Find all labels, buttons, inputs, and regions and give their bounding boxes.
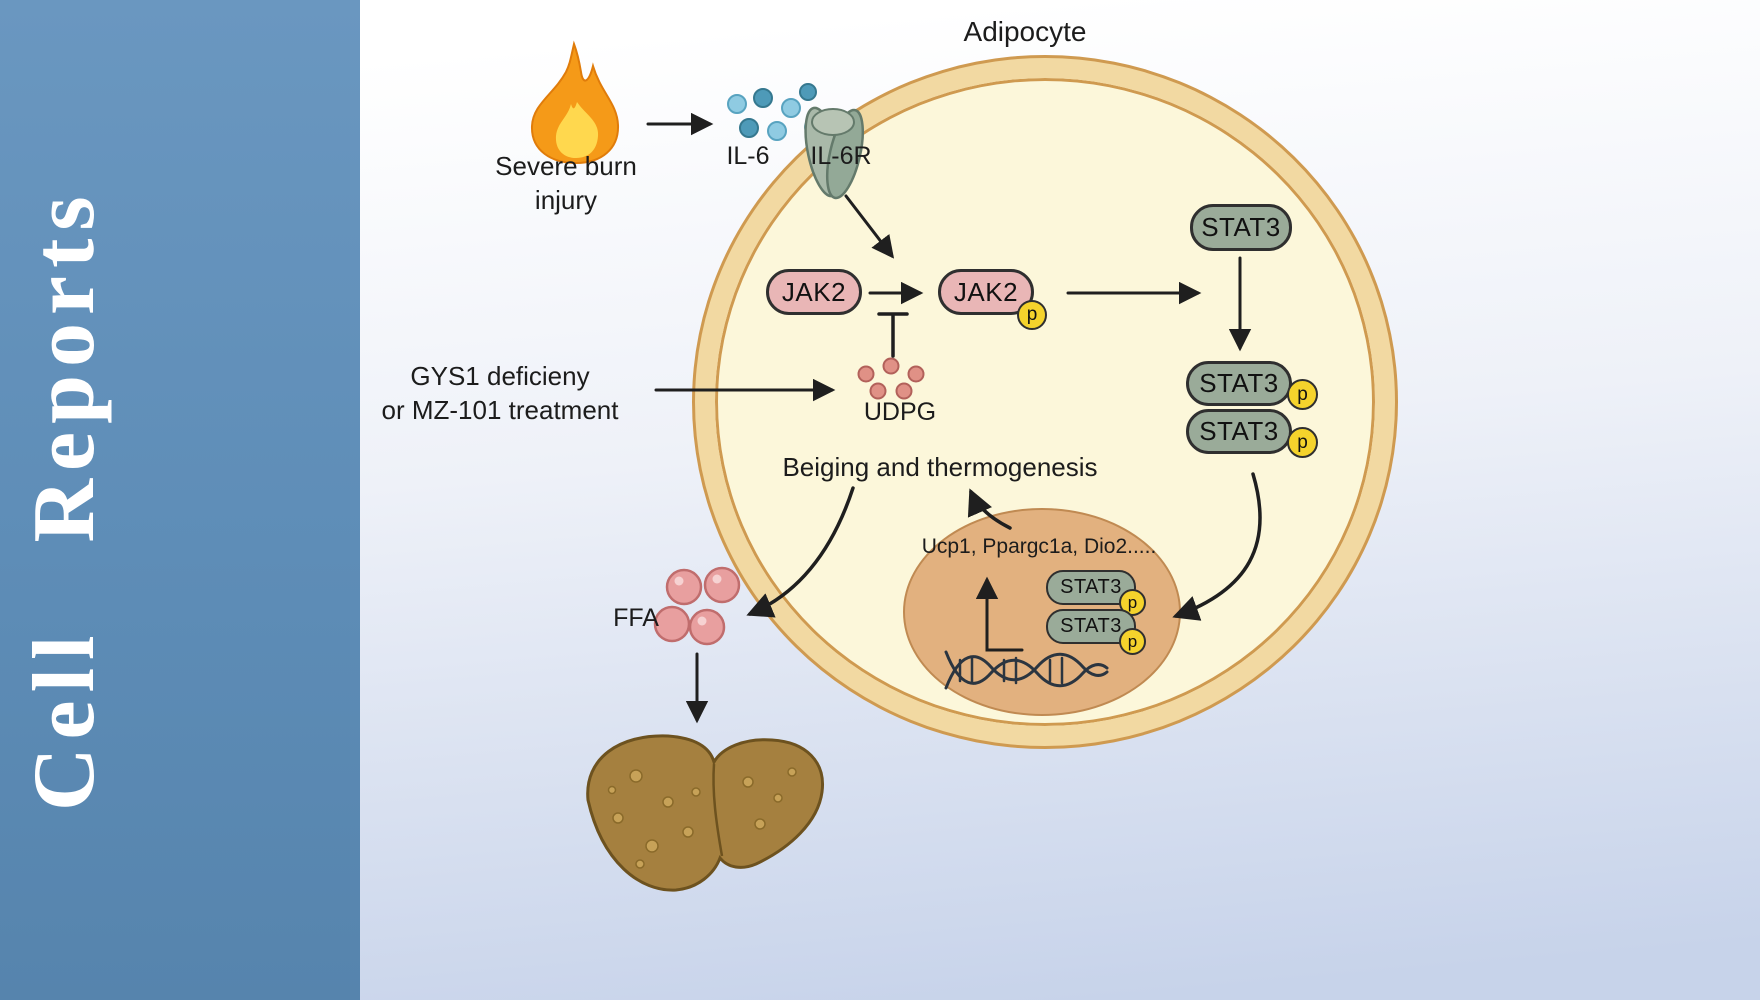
udpg-label: UDPG <box>863 398 937 426</box>
adipocyte-label: Adipocyte <box>963 16 1087 47</box>
phospho-badge-nuclear-bottom: p <box>1119 628 1146 655</box>
gys1-line1: GYS1 deficieny <box>410 361 590 391</box>
jak2-phospho-node: JAK2 <box>938 269 1034 315</box>
stat3-dimer-bottom-node: STAT3 <box>1186 409 1292 454</box>
phospho-badge-dimer-top: p <box>1287 379 1318 410</box>
jak2-node: JAK2 <box>766 269 862 315</box>
stat3-node: STAT3 <box>1190 204 1292 251</box>
phospho-badge-dimer-bottom: p <box>1287 427 1318 458</box>
phospho-badge-jak2: p <box>1017 300 1047 330</box>
il6-label: IL-6 <box>726 142 770 170</box>
stat3-dimer-top-node: STAT3 <box>1186 361 1292 406</box>
beiging-label: Beiging and thermogenesis <box>782 452 1098 482</box>
journal-title: Cell Reports <box>16 188 113 812</box>
target-genes-label: Ucp1, Ppargc1a, Dio2..... <box>921 535 1157 558</box>
gys1-label: GYS1 deficieny or MZ-101 treatment <box>362 360 638 428</box>
burn-injury-line2: injury <box>534 184 598 215</box>
burn-injury-label: Severe burn injury <box>458 150 674 218</box>
journal-sidebar: Cell Reports <box>0 0 360 1000</box>
il6r-label: IL-6R <box>810 142 872 170</box>
stat3-nuclear-bottom-node: STAT3 <box>1046 609 1136 644</box>
ffa-label: FFA <box>613 604 659 632</box>
burn-injury-line1: Severe burn <box>495 151 637 181</box>
gys1-line2: or MZ-101 treatment <box>381 394 619 425</box>
